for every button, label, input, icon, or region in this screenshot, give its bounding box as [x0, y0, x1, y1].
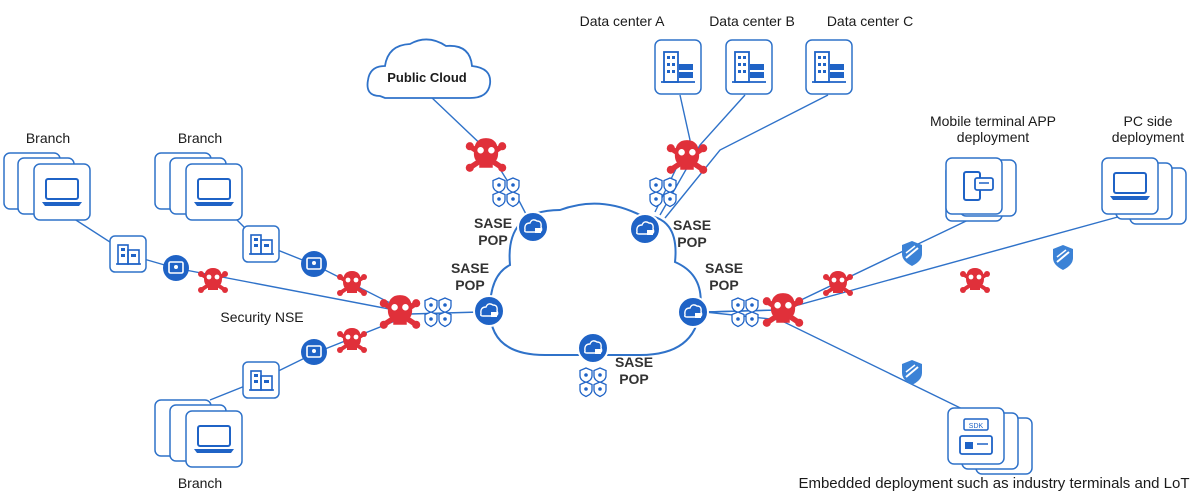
branch-3[interactable]: Branch [154, 399, 243, 491]
svg-text:POP: POP [677, 234, 707, 250]
svg-text:POP: POP [709, 277, 739, 293]
embedded-device[interactable]: SDK Embedded deployment such as industry… [798, 407, 1190, 492]
pop-label-5: SASE POP [615, 354, 653, 387]
shield-icon [732, 298, 758, 327]
skull-icon [466, 138, 507, 172]
nse-device-icon [300, 250, 328, 278]
public-cloud[interactable]: Public Cloud [366, 38, 492, 99]
svg-text:POP: POP [455, 277, 485, 293]
shield-icon [901, 240, 923, 267]
skull-icon [958, 266, 992, 295]
data-center-c-label: Data center C [827, 13, 913, 29]
mobile-terminal-app[interactable]: Mobile terminal APP deployment [930, 113, 1056, 222]
skull-icon [335, 269, 369, 298]
svg-text:SASE: SASE [474, 215, 512, 231]
pop-node-icon[interactable] [473, 295, 505, 327]
pop-label-4: SASE POP [705, 260, 743, 293]
skull-icon [380, 295, 421, 329]
svg-text:SASE: SASE [451, 260, 489, 276]
skull-icon [196, 266, 230, 295]
skull-icon [821, 269, 855, 298]
svg-text:SASE: SASE [673, 217, 711, 233]
svg-text:SASE: SASE [705, 260, 743, 276]
embedded-label: Embedded deployment such as industry ter… [798, 475, 1189, 492]
shield-icon [425, 298, 451, 327]
security-nse-label: Security NSE [220, 309, 303, 325]
skull-icon [667, 140, 708, 174]
branch-1[interactable]: Branch [3, 130, 91, 221]
mobile-label-line2: deployment [957, 129, 1029, 145]
branch-3-label: Branch [178, 475, 222, 491]
pc-side[interactable]: PC side deployment [1101, 113, 1187, 225]
pop-node-icon[interactable] [517, 211, 549, 243]
pop-node-icon[interactable] [629, 213, 661, 245]
svg-text:SASE: SASE [615, 354, 653, 370]
shield-icon [580, 368, 606, 397]
shield-icon [650, 178, 676, 207]
pop-label-3: SASE POP [451, 260, 489, 293]
nse-device-icon [300, 338, 328, 366]
svg-text:POP: POP [619, 371, 649, 387]
pop-node-icon[interactable] [577, 332, 609, 364]
nse-device-icon [162, 254, 190, 282]
skull-icon [335, 326, 369, 355]
shield-icon [1052, 244, 1074, 271]
data-center-b-label: Data center B [709, 13, 795, 29]
phone-icon [963, 171, 994, 201]
pop-node-icon[interactable] [677, 296, 709, 328]
branch-1-label: Branch [26, 130, 70, 146]
sdk-device-icon: SDK [959, 418, 993, 455]
data-center-a[interactable]: Data center A [580, 13, 702, 95]
shield-icon [493, 178, 519, 207]
data-center-b[interactable]: Data center B [709, 13, 795, 95]
branch-2[interactable]: Branch [154, 130, 243, 221]
svg-text:SDK: SDK [969, 423, 984, 430]
data-center-c[interactable]: Data center C [805, 13, 913, 95]
building-icon [242, 361, 280, 399]
pc-label-line2: deployment [1112, 129, 1184, 145]
pc-label-line1: PC side [1123, 113, 1172, 129]
mobile-label-line1: Mobile terminal APP [930, 113, 1056, 129]
public-cloud-label: Public Cloud [387, 70, 467, 85]
data-center-a-label: Data center A [580, 13, 665, 29]
svg-text:POP: POP [478, 232, 508, 248]
building-icon [242, 225, 280, 263]
pop-label-2: SASE POP [673, 217, 711, 250]
building-icon [109, 235, 147, 273]
pop-label-1: SASE POP [474, 215, 512, 248]
branch-2-label: Branch [178, 130, 222, 146]
